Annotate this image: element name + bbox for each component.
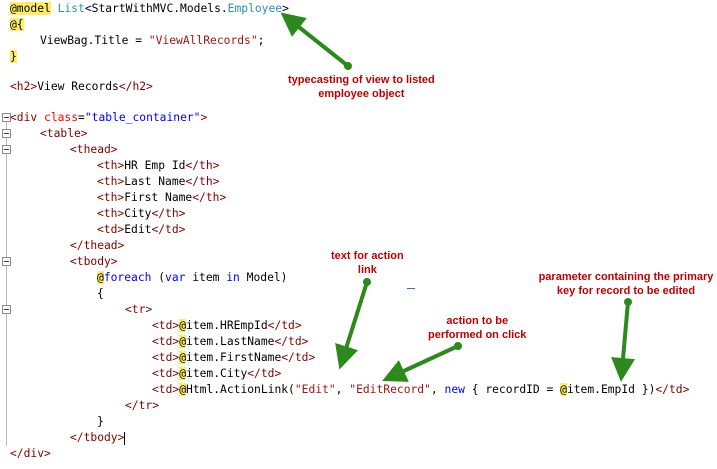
code-line[interactable]: <h2>View Records</h2> bbox=[10, 80, 153, 93]
arrow-to-parameter bbox=[611, 301, 636, 382]
code-line[interactable]: <td>@item.LastName</td> bbox=[152, 335, 309, 348]
code-line[interactable]: <th>Last Name</th> bbox=[97, 175, 220, 188]
code-line[interactable]: <div class="table_container"> bbox=[10, 111, 208, 124]
code-line[interactable]: <td>@item.City</td> bbox=[152, 367, 282, 380]
annotation-parameter: parameter containing the primary key for… bbox=[538, 271, 714, 297]
code-line[interactable]: @model List<StartWithMVC.Models.Employee… bbox=[10, 2, 289, 15]
annotation-action-link-text: text for action link bbox=[331, 250, 404, 276]
code-line[interactable]: { bbox=[97, 287, 104, 300]
code-line[interactable]: <tr> bbox=[125, 303, 153, 316]
code-line[interactable]: } bbox=[10, 50, 17, 63]
arrow-to-edit-text bbox=[335, 281, 369, 370]
code-line[interactable]: <th>City</th> bbox=[97, 207, 186, 220]
code-line[interactable]: <table> bbox=[40, 127, 88, 140]
code-line[interactable]: <td>@item.HREmpId</td> bbox=[152, 319, 302, 332]
code-line[interactable]: <th>HR Emp Id</th> bbox=[97, 159, 220, 172]
code-line[interactable]: @foreach (var item in Model) bbox=[97, 271, 288, 284]
collapse-tbody-icon[interactable] bbox=[2, 257, 11, 266]
code-line[interactable]: <td>Edit</td> bbox=[97, 223, 186, 236]
code-line[interactable]: } bbox=[97, 415, 104, 428]
collapse-div-icon[interactable] bbox=[2, 113, 11, 122]
arrow-to-model bbox=[280, 12, 350, 68]
code-line[interactable]: </div> bbox=[10, 447, 51, 460]
annotation-typecasting: typecasting of view to listed employee o… bbox=[288, 74, 435, 100]
code-line[interactable]: <thead> bbox=[70, 143, 118, 156]
annotation-action: action to be performed on click bbox=[428, 315, 527, 341]
code-line[interactable]: <th>First Name</th> bbox=[97, 191, 227, 204]
collapse-tr-icon[interactable] bbox=[2, 305, 11, 314]
code-line[interactable]: ViewBag.Title = "ViewAllRecords"; bbox=[40, 34, 265, 47]
code-line[interactable]: <td>@Html.ActionLink("Edit", "EditRecord… bbox=[152, 383, 690, 396]
collapse-thead-icon[interactable] bbox=[2, 145, 11, 154]
code-line[interactable]: <tbody> bbox=[70, 255, 118, 268]
code-line[interactable]: <td>@item.FirstName</td> bbox=[152, 351, 316, 364]
arrow-to-action bbox=[382, 344, 459, 382]
code-line[interactable]: @{ bbox=[10, 18, 24, 31]
smart-tag-hint bbox=[407, 288, 415, 289]
outline-guide bbox=[6, 116, 7, 446]
code-line[interactable]: </tbody> bbox=[70, 431, 126, 445]
code-line[interactable]: </tr> bbox=[125, 399, 160, 412]
collapse-table-icon[interactable] bbox=[2, 129, 11, 138]
code-line[interactable]: </thead> bbox=[70, 239, 125, 252]
